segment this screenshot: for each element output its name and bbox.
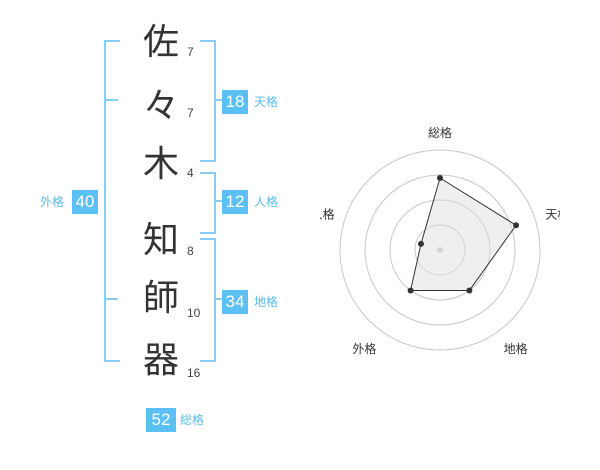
soukaku-badge: 52 [146, 408, 176, 432]
gaikaku-badge: 40 [72, 190, 98, 214]
fortune-radar-chart: 総格天格地格 外格 人格 [320, 125, 560, 356]
radar-center-dot [437, 247, 443, 253]
jinkaku-label: 人格 [254, 195, 279, 209]
jinkaku-badge: 12 [222, 190, 248, 214]
stroke-count: 10 [187, 306, 201, 320]
radar-polygon [409, 177, 517, 291]
stroke-count: 16 [187, 366, 201, 380]
tenkaku-bracket [200, 40, 216, 162]
radar-ring [414, 224, 466, 276]
chikaku-bracket [200, 238, 216, 362]
radar-point [466, 287, 473, 294]
name-char: 器 [142, 340, 179, 381]
chikaku-connector [214, 298, 222, 300]
stroke-count: 7 [187, 45, 194, 59]
radar-axis-label: 総格 [428, 125, 452, 140]
radar-polygon-layer [407, 175, 520, 294]
stroke-count: 7 [187, 106, 194, 120]
radar-point [513, 222, 520, 229]
tenkaku-label: 天格 [254, 95, 279, 109]
gaikaku-tick [104, 99, 118, 101]
radar-axis-label: 外格 [352, 341, 376, 356]
gaikaku-tick [104, 298, 118, 300]
jinkaku-bracket [200, 172, 216, 234]
name-char: 師 [142, 278, 179, 319]
radar-axis-label: 天格 [545, 207, 560, 222]
name-char: 木 [142, 144, 179, 185]
soukaku-label: 総格 [180, 413, 205, 427]
radar-point [417, 240, 424, 247]
radar-ring [389, 199, 491, 301]
name-char: 知 [142, 220, 179, 261]
tenkaku-connector [214, 99, 222, 101]
radar-ring [339, 149, 541, 351]
chikaku-label: 地格 [254, 295, 279, 309]
jinkaku-connector [214, 200, 222, 202]
radar-point [437, 175, 443, 181]
radar-axis-label: 地格 [504, 341, 528, 356]
chikaku-badge: 34 [222, 290, 248, 314]
radar-rings [339, 149, 541, 351]
name-char: 々 [142, 86, 179, 127]
stroke-count: 8 [187, 244, 194, 258]
stroke-count: 4 [187, 166, 194, 180]
radar-axis-label: 人格 [320, 207, 335, 222]
tenkaku-badge: 18 [222, 90, 248, 114]
radar-axis-labels: 総格天格地格 外格 人格 [320, 125, 560, 356]
gaikaku-bracket [104, 40, 120, 362]
radar-point [407, 287, 414, 294]
name-char: 佐 [142, 22, 179, 63]
gaikaku-label: 外格 [40, 195, 65, 209]
